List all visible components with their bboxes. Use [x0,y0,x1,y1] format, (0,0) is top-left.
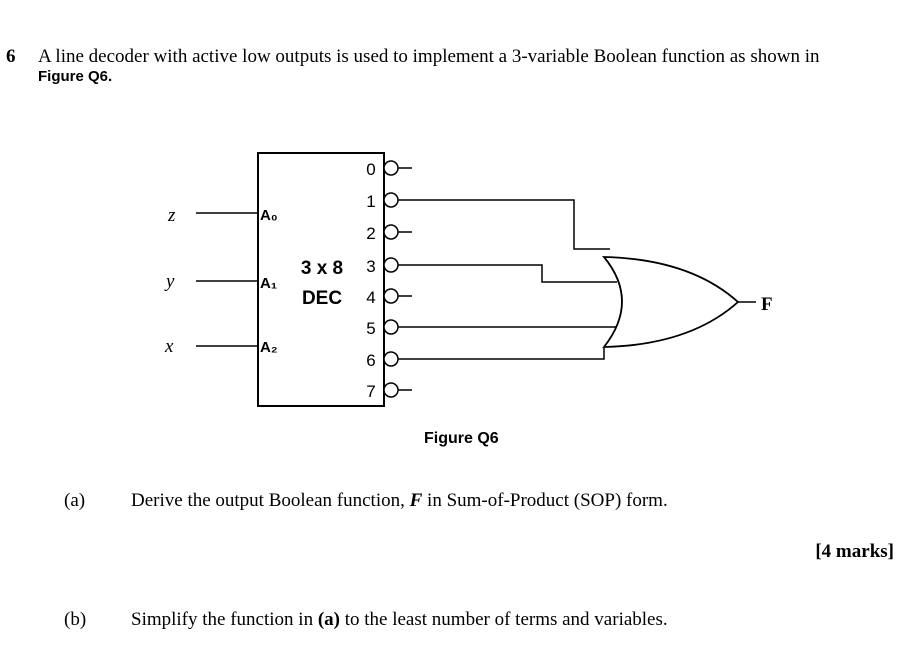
output-bubble-7 [383,382,399,398]
question-figure-reference: Figure Q6. [38,68,113,85]
input-variable-x: x [164,336,174,357]
gate-output-label: F [761,294,773,315]
part-a-variable: F [409,490,423,511]
output-label-6: 6 [366,351,375,370]
question-text: A line decoder with active low outputs i… [38,46,820,67]
figure-caption: Figure Q6 [424,430,499,447]
output-label-0: 0 [366,160,375,179]
output-label-1: 1 [366,192,375,211]
output-label-2: 2 [366,224,375,243]
pin-label-a2: A₂ [260,339,278,356]
part-b-text-start: Simplify the function in [131,609,318,630]
question-number: 6 [6,46,16,67]
part-a-text-start: Derive the output Boolean function, [131,490,410,511]
output-bubble-4 [383,288,399,304]
part-b-text: Simplify the function in (a) to the leas… [131,609,871,631]
output-label-3: 3 [366,257,375,276]
or-gate [602,256,740,348]
wire-output-6 [398,348,605,360]
pin-label-a1: A₁ [260,275,277,292]
output-label-4: 4 [366,288,375,307]
part-a-marks: [4 marks] [815,541,894,562]
part-a-text: Derive the output Boolean function, F in… [131,490,871,512]
input-variable-y: y [164,271,175,292]
decoder-name-line2: DEC [302,288,342,309]
output-bubble-3 [383,257,399,273]
output-label-7: 7 [366,382,375,401]
output-bubble-1 [383,192,399,208]
part-a-text-end: in Sum-of-Product (SOP) form. [422,490,668,511]
decoder-name-line1: 3 x 8 [301,258,343,279]
part-b-text-end: to the least number of terms and variabl… [339,609,668,630]
input-variable-z: z [167,205,176,226]
wire-output-3 [398,264,617,283]
output-bubble-5 [383,319,399,335]
decoder-box [257,152,385,407]
output-label-5: 5 [366,319,375,338]
part-b-label: (b) [64,609,87,630]
part-b-reference: (a) [317,609,340,630]
wire-output-1 [398,199,610,250]
decoder-circuit-diagram: z y x A₀ A₁ A₂ 3 x 8 DEC 0 1 2 3 4 5 6 7 [164,152,773,407]
part-a-label: (a) [64,490,86,511]
output-bubble-2 [383,224,399,240]
output-bubble-0 [383,160,399,176]
output-bubble-6 [383,351,399,367]
pin-label-a0: A₀ [260,207,278,224]
